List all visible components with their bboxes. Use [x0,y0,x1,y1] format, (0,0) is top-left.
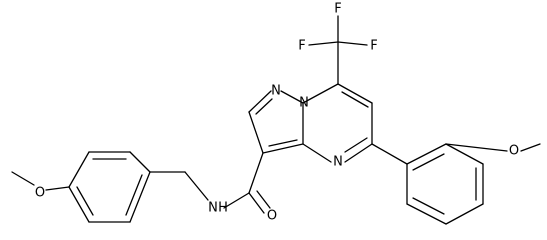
bond-n4-c3a [302,143,332,163]
bridge-nitrogen-label: N [299,96,309,111]
bond-lines [11,15,541,225]
fluorine-right-label: F [370,39,377,54]
bond-right-ring-4 [445,203,484,225]
bond-c5-n4 [344,143,373,163]
bond-c2-c3 [248,111,264,154]
bond-c7-c6-double [341,91,369,108]
bond-carbonyl-n [223,192,250,209]
bond-right-ring-1 [406,143,447,165]
bond-right-ring-2 [445,143,484,165]
bond-c3-carbonyl [248,152,264,194]
pyrimidine-nitrogen-label: N [333,155,343,170]
right-methoxy-oxygen-label: O [509,144,519,159]
bond-carbonyl-o-double [256,190,271,209]
bond-n-bridge-n1 [280,90,304,104]
bond-cf3-f-right [337,41,368,46]
carbonyl-oxygen-label: O [267,209,277,224]
bond-left-ring-3 [68,151,90,188]
amide-nitrogen-label: N [208,201,218,216]
bond-right-o-ch3 [520,143,541,152]
bond-n-ch2 [184,171,209,201]
bond-left-ring-4 [68,186,90,223]
bond-n1-c2 [248,90,272,113]
bond-left-ring-6 [129,171,151,223]
bond-c7-n-bridge [302,83,339,104]
atom-labels: F F F N N N N H O O O [35,2,519,224]
fluorine-top-label: F [334,2,341,17]
bond-n1-c2-double [255,98,273,115]
bond-c7-c6 [337,83,373,104]
bond-cf3-f-left [308,41,339,46]
bond-c5-n4-double [344,137,368,153]
bond-left-ring-1 [129,151,151,173]
fluorine-left-label: F [298,39,305,54]
bond-carbonyl-o [248,192,265,214]
bond-left-ring-4-double [76,186,94,216]
left-methoxy-oxygen-label: O [35,186,45,201]
bond-left-o-ch3 [11,171,35,186]
bond-c3-c3a-double [268,139,298,147]
bond-right-ring-5 [406,203,447,225]
bond-c5-right-ring [371,143,408,165]
amide-hydrogen-label: H [218,201,228,216]
bond-left-ring-o [45,186,70,191]
bond-right-ring-o [445,143,508,152]
pyrazole-nitrogen-label: N [271,84,281,99]
bond-c3-c3a [262,143,304,154]
bond-left-ring-6-double [125,174,143,216]
bond-right-ring-1-double [412,153,445,171]
bond-right-ring-5-double [412,197,445,215]
